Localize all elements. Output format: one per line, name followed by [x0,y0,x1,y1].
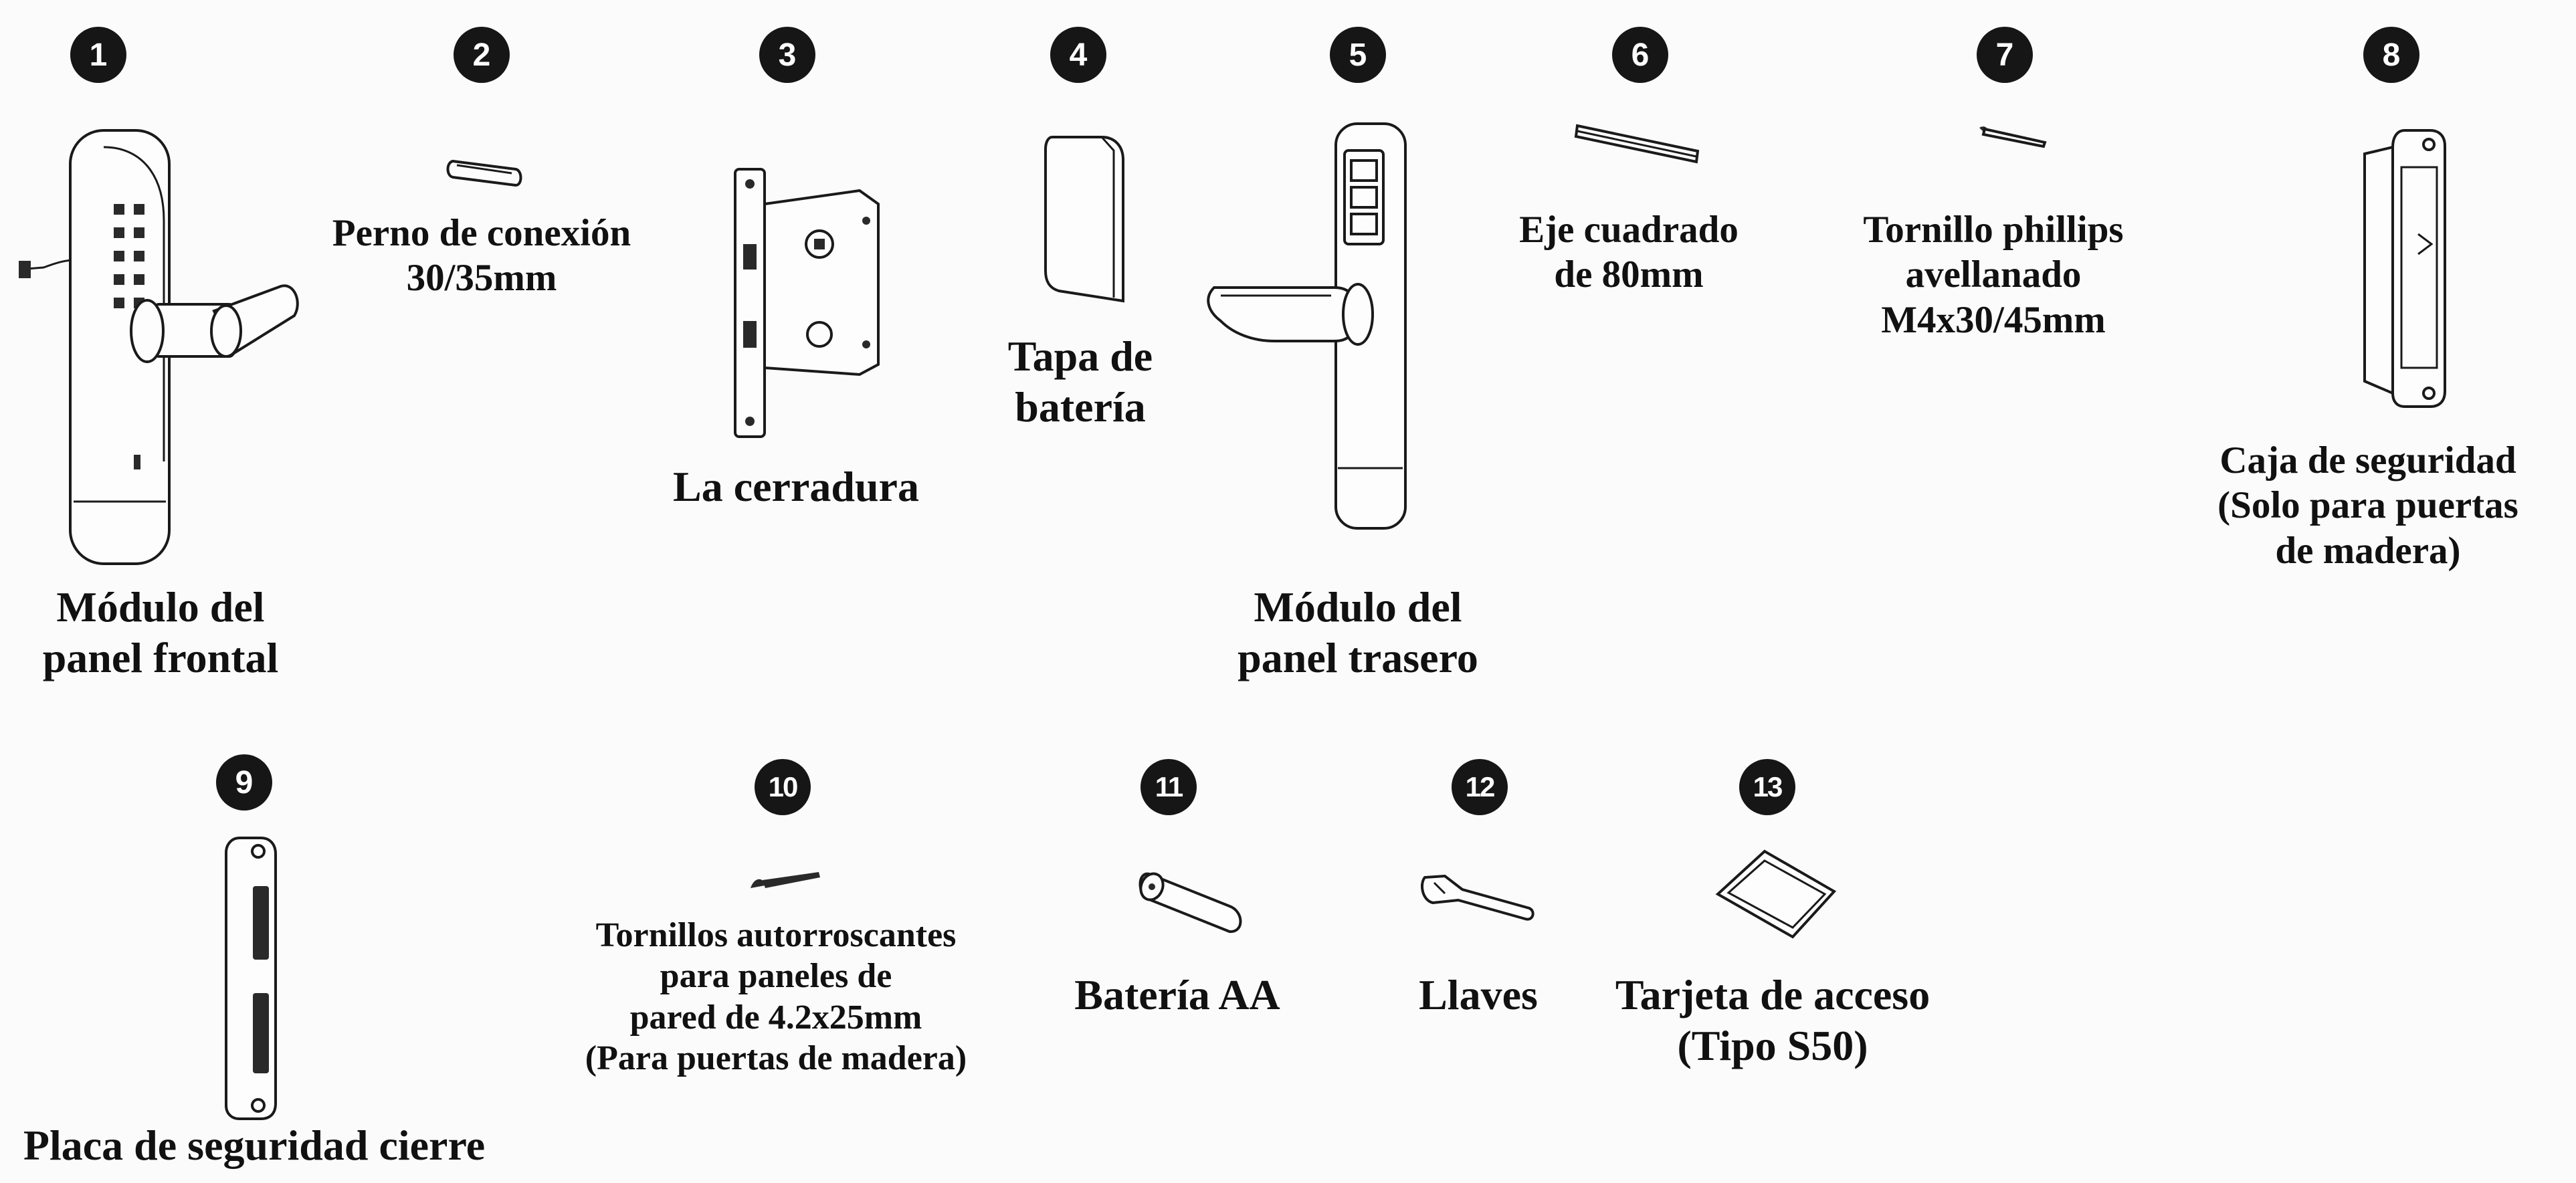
part-4-label: Tapa de batería [1007,332,1153,431]
part-6-label: Eje cuadrado de 80mm [1519,209,1739,296]
part-12-number: 12 [1452,759,1508,815]
connecting-bolt-illustration [445,157,525,191]
part-2-number: 2 [454,27,510,83]
part-2-label: Perno de conexión 30/35mm [332,212,631,300]
part-9-label: Placa de seguridad cierre [23,1121,486,1169]
part-6-number: 6 [1612,27,1668,83]
part-8-number: 8 [2363,27,2419,83]
phillips-screw-illustration [1979,126,2050,150]
part-5-label: Módulo del panel trasero [1237,583,1478,681]
part-1-label: Módulo del panel frontal [42,583,279,681]
part-11-number: 11 [1141,759,1197,815]
part-8-label: Caja de seguridad (Solo para puertas de … [2217,439,2518,572]
aa-battery-illustration [1137,866,1251,940]
part-4-number: 4 [1050,27,1106,83]
keys-illustration [1418,869,1539,930]
part-10-label: Tornillos autorroscantes para paneles de… [585,916,967,1078]
part-1-number: 1 [70,27,126,83]
front-panel-module-illustration [19,127,294,568]
strike-plate-illustration [213,833,286,1127]
square-shaft-illustration [1572,120,1706,174]
part-11-label: Batería AA [1074,971,1280,1018]
part-5-number: 5 [1330,27,1386,83]
part-7-label: Tornillo phillips avellanado M4x30/45mm [1863,209,2124,341]
part-3-label: La cerradura [673,463,919,510]
part-9-number: 9 [216,754,272,811]
rear-panel-module-illustration [1194,120,1421,535]
part-7-number: 7 [1977,27,2033,83]
part-10-number: 10 [755,759,811,815]
self-tapping-screw-illustration [751,872,820,888]
battery-cover-illustration [1040,130,1134,311]
part-13-number: 13 [1739,759,1795,815]
part-3-number: 3 [759,27,815,83]
part-12-label: Llaves [1419,971,1538,1018]
safety-box-illustration [2351,127,2458,415]
lock-body-illustration [726,164,886,445]
access-card-illustration [1712,846,1840,943]
part-13-label: Tarjeta de acceso (Tipo S50) [1615,971,1930,1069]
